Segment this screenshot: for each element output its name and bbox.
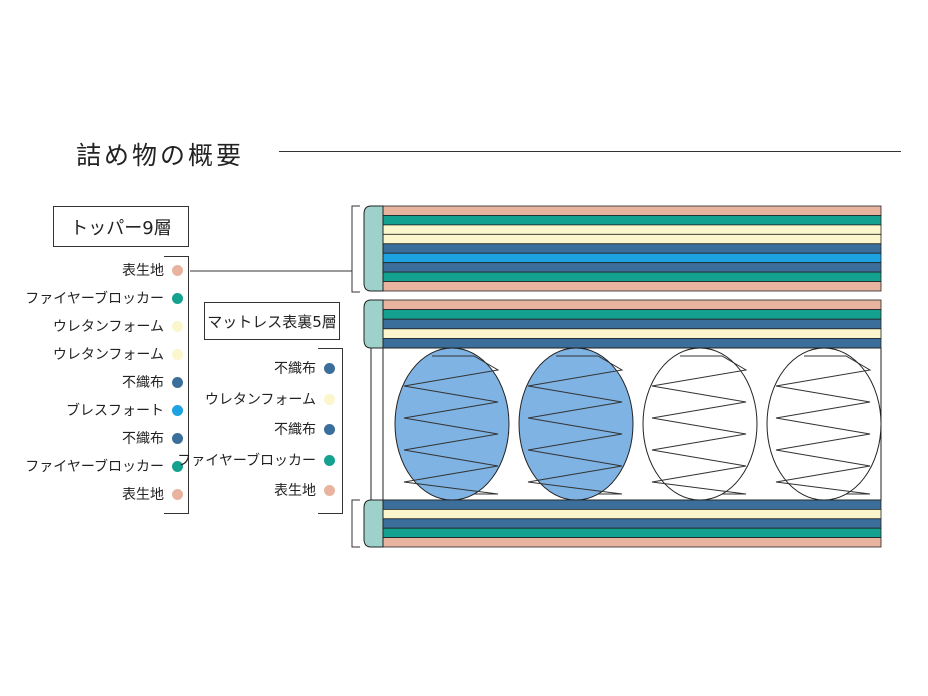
- fabric-layer: [382, 224, 882, 235]
- topper-layer-swatch: [172, 349, 183, 360]
- mattress-layer-name: 不織布: [274, 422, 316, 438]
- mattress-layer-item: 表生地: [274, 480, 335, 500]
- fabric-layer: [382, 318, 882, 330]
- mattress-layer-item: 不織布: [274, 358, 335, 378]
- topper-layer-item: ファイヤーブロッカー: [25, 288, 183, 308]
- topper-layer-swatch: [172, 461, 183, 472]
- fabric-layer: [382, 262, 882, 273]
- topper-layer-name: ブレスフォート: [66, 403, 164, 419]
- spring-coil: [775, 355, 872, 495]
- mattress-bottom-stack: [363, 499, 882, 548]
- topper-layer-item: 不織布: [122, 372, 183, 392]
- topper-layer-name: 不織布: [122, 375, 164, 391]
- mattress-layer-swatch: [324, 363, 335, 374]
- spring-coil: [527, 355, 624, 495]
- spring-coil: [403, 355, 500, 495]
- mattress-layer-swatch: [324, 485, 335, 496]
- spring-coil: [651, 355, 748, 495]
- mattress-bracket: [318, 348, 343, 514]
- mattress-layer-name: ウレタンフォーム: [204, 391, 316, 408]
- side-panel: [363, 299, 384, 349]
- mattress-layer-name: 表生地: [274, 483, 316, 499]
- fabric-layer: [382, 299, 882, 311]
- topper-layer-name: ファイヤーブロッカー: [25, 291, 164, 307]
- fabric-layer: [382, 205, 882, 216]
- side-panel: [363, 499, 384, 548]
- fabric-layer: [382, 309, 882, 320]
- mattress-label: マットレス表裏5層: [207, 312, 337, 331]
- topper-layer-name: 不織布: [122, 431, 164, 447]
- section-title: 詰め物の概要: [76, 141, 245, 170]
- spring-core: [370, 347, 882, 501]
- side-panel: [363, 205, 384, 292]
- topper-layer-name: 表生地: [122, 487, 164, 503]
- mattress-layer-swatch: [324, 393, 335, 405]
- fabric-layer: [382, 499, 882, 510]
- topper-layer-swatch: [172, 321, 183, 332]
- topper-layer-swatch: [172, 405, 183, 416]
- topper-layer-item: ファイヤーブロッカー: [25, 456, 183, 476]
- fabric-layer: [382, 271, 882, 282]
- fabric-layer: [382, 281, 882, 292]
- mattress-layer-item: 不織布: [274, 419, 335, 439]
- title-rule: [279, 151, 901, 152]
- topper-bracket: [164, 256, 189, 514]
- fabric-layer: [382, 337, 882, 349]
- bottom-stack-bracket: [351, 499, 360, 548]
- fabric-layer: [382, 518, 882, 529]
- fabric-layer: [382, 508, 882, 520]
- topper-layer-name: ファイヤーブロッカー: [25, 459, 164, 475]
- fabric-layer: [382, 527, 882, 539]
- mattress-layer-swatch: [324, 454, 335, 466]
- topper-layer-swatch: [172, 265, 183, 276]
- topper-layer-name: 表生地: [122, 263, 164, 279]
- topper-layer-swatch: [172, 433, 183, 444]
- fabric-layer: [382, 537, 882, 548]
- topper-layer-item: 不織布: [122, 428, 183, 448]
- mattress-layer-item: ファイヤーブロッカー: [177, 450, 335, 470]
- mattress-layer-item: ウレタンフォーム: [204, 389, 335, 409]
- fabric-layer: [382, 243, 882, 254]
- topper-layer-swatch: [172, 489, 183, 500]
- topper-layer-swatch: [172, 293, 183, 304]
- mattress-top-stack: [363, 299, 882, 349]
- topper-layer-swatch: [172, 377, 183, 388]
- topper-stack-bracket: [351, 205, 360, 293]
- topper-layer-item: ウレタンフォーム: [52, 344, 183, 364]
- fabric-layer: [382, 215, 882, 226]
- fabric-layer: [382, 328, 882, 339]
- topper-label: トッパー9層: [70, 217, 172, 239]
- mattress-layer-name: ファイヤーブロッカー: [177, 452, 316, 469]
- fabric-layer: [382, 252, 882, 264]
- mattress-layer-swatch: [324, 424, 335, 435]
- mattress-layer-name: 不織布: [274, 361, 316, 377]
- topper-layer-item: 表生地: [122, 260, 183, 280]
- topper-layer-name: ウレタンフォーム: [52, 347, 164, 363]
- topper-layer-item: ブレスフォート: [66, 400, 183, 420]
- topper-label-box: トッパー9層: [53, 206, 189, 247]
- topper-layer-name: ウレタンフォーム: [52, 319, 164, 335]
- topper-stack: [363, 205, 882, 292]
- topper-layer-item: ウレタンフォーム: [52, 316, 183, 336]
- mattress-label-box: マットレス表裏5層: [204, 302, 340, 340]
- topper-layer-item: 表生地: [122, 484, 183, 504]
- fabric-layer: [382, 233, 882, 245]
